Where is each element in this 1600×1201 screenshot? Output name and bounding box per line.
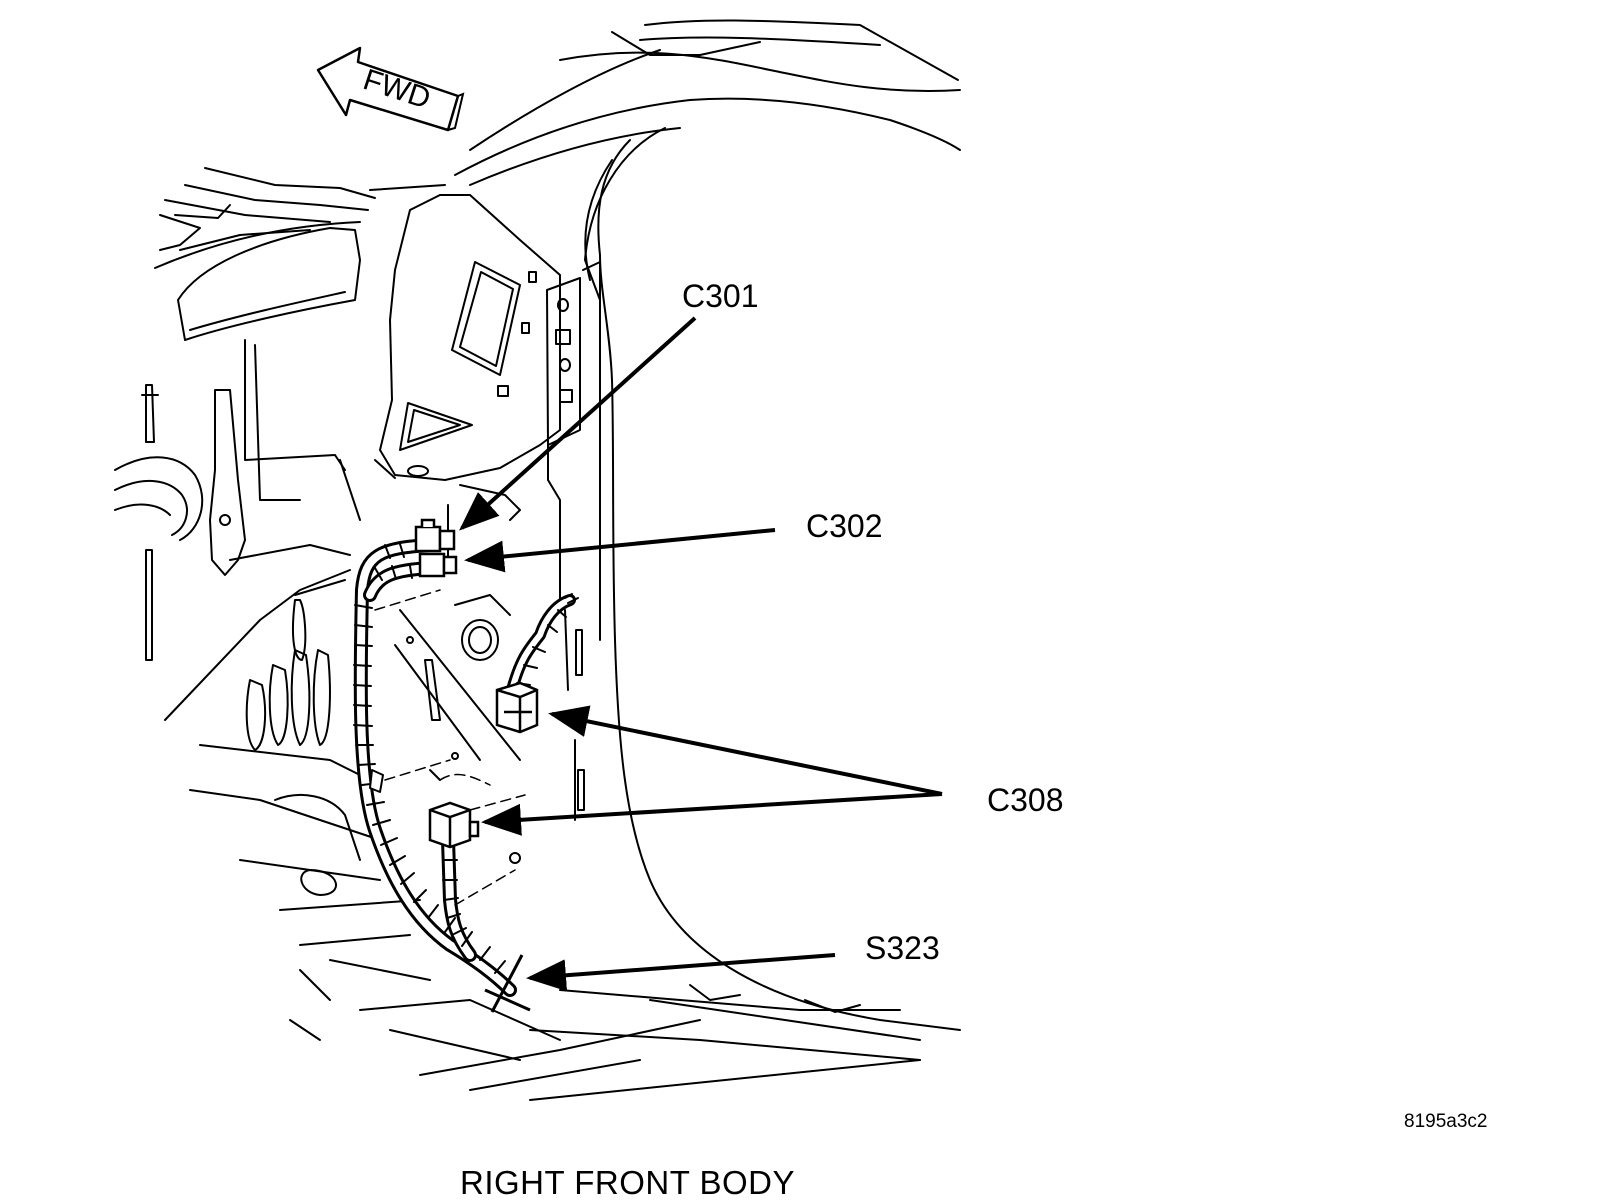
body-structure-linework <box>114 19 961 1101</box>
callout-label-c302: C302 <box>806 508 883 544</box>
callout-label-c308: C308 <box>987 782 1064 818</box>
connector-c308-upper <box>495 681 539 734</box>
fwd-direction-arrow: FWD <box>316 46 465 132</box>
connector-c302 <box>418 552 458 578</box>
callout-label-c301: C301 <box>682 278 759 314</box>
connector-c301 <box>414 518 456 553</box>
callout-label-s323: S323 <box>865 930 940 966</box>
figure-reference-code: 8195a3c2 <box>1404 1111 1488 1132</box>
diagram-caption: RIGHT FRONT BODY <box>460 1164 795 1201</box>
connector-c308-lower <box>428 801 480 849</box>
callout-leaders <box>459 316 943 992</box>
wiring-harness <box>353 538 579 997</box>
splice-s323-mark <box>484 954 531 1013</box>
